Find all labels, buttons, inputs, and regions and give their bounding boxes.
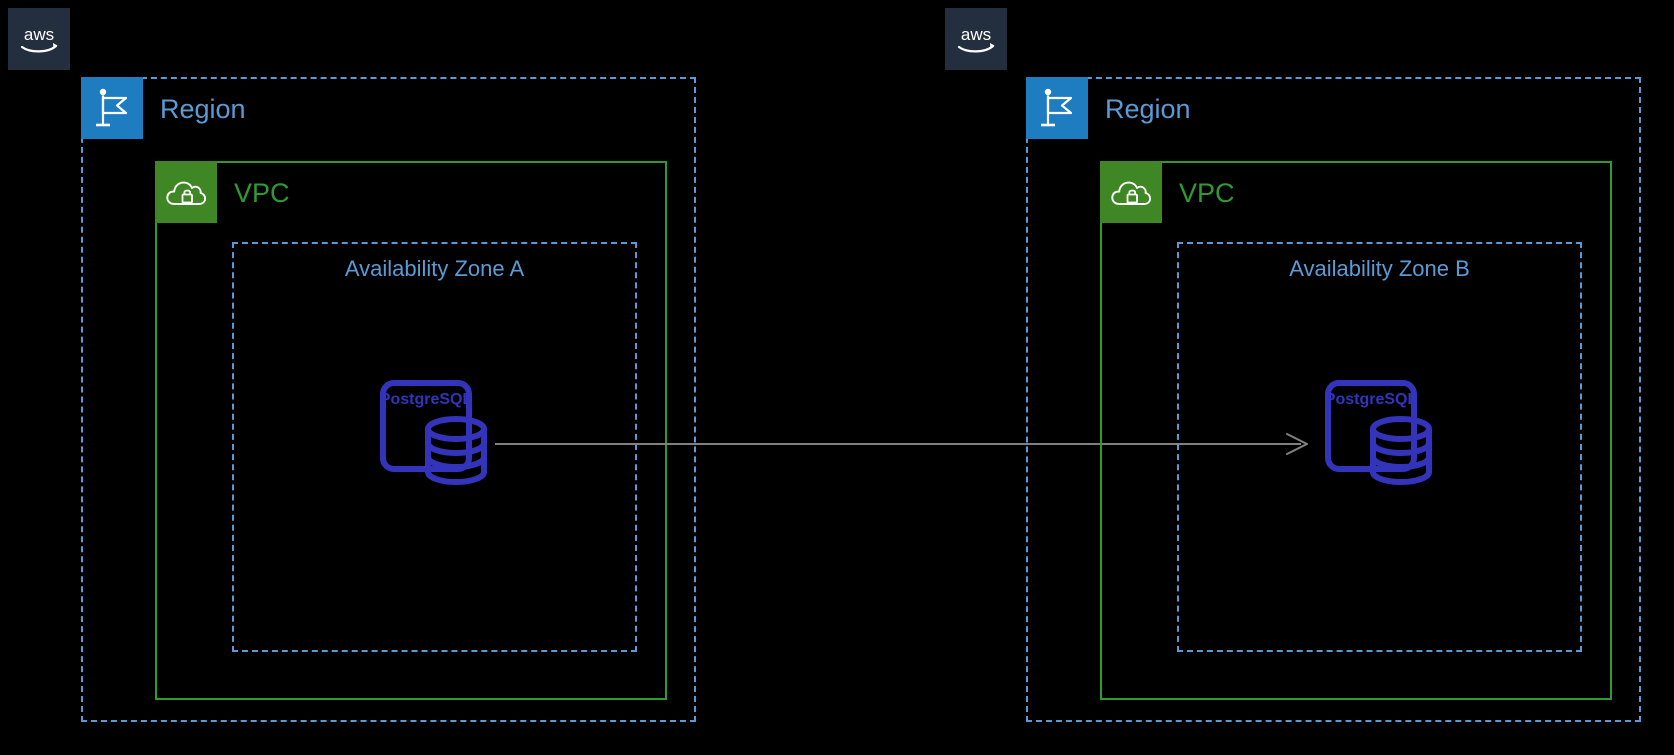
aws-logo-left: aws	[8, 8, 70, 70]
availability-zone-label-right: Availability Zone B	[1289, 256, 1470, 281]
region-container-left	[81, 77, 696, 722]
aws-wordmark-icon: aws	[20, 25, 58, 53]
vpc-icon-left	[155, 161, 217, 223]
svg-text:aws: aws	[961, 25, 991, 44]
region-label-left: Region	[160, 94, 246, 124]
region-icon-left	[81, 77, 143, 139]
database-cylinder-icon	[1370, 416, 1432, 485]
availability-zone-container-left	[232, 242, 637, 652]
region-container-right	[1026, 77, 1641, 722]
database-cylinder-icon	[425, 416, 487, 485]
availability-zone-container-right	[1177, 242, 1582, 652]
vpc-label-left: VPC	[234, 178, 290, 208]
vpc-cloud-lock-icon	[166, 181, 207, 205]
postgresql-wordmark: PostgreSQL	[1325, 391, 1418, 408]
vpc-container-left	[155, 161, 667, 700]
svg-text:aws: aws	[24, 25, 54, 44]
region-icon-right	[1026, 77, 1088, 139]
vpc-icon-right	[1100, 161, 1162, 223]
flag-icon	[1041, 88, 1073, 127]
vpc-container-right	[1100, 161, 1612, 700]
vpc-label-right: VPC	[1179, 178, 1235, 208]
postgresql-wordmark: PostgreSQL	[380, 391, 473, 408]
region-label-right: Region	[1105, 94, 1191, 124]
postgresql-node-right[interactable]: PostgreSQL	[1323, 378, 1443, 490]
aws-logo-right: aws	[945, 8, 1007, 70]
availability-zone-label-left: Availability Zone A	[344, 256, 525, 281]
aws-wordmark-icon: aws	[957, 25, 995, 53]
flag-icon	[96, 88, 128, 127]
vpc-cloud-lock-icon	[1111, 181, 1152, 205]
postgresql-node-left[interactable]: PostgreSQL	[378, 378, 498, 490]
